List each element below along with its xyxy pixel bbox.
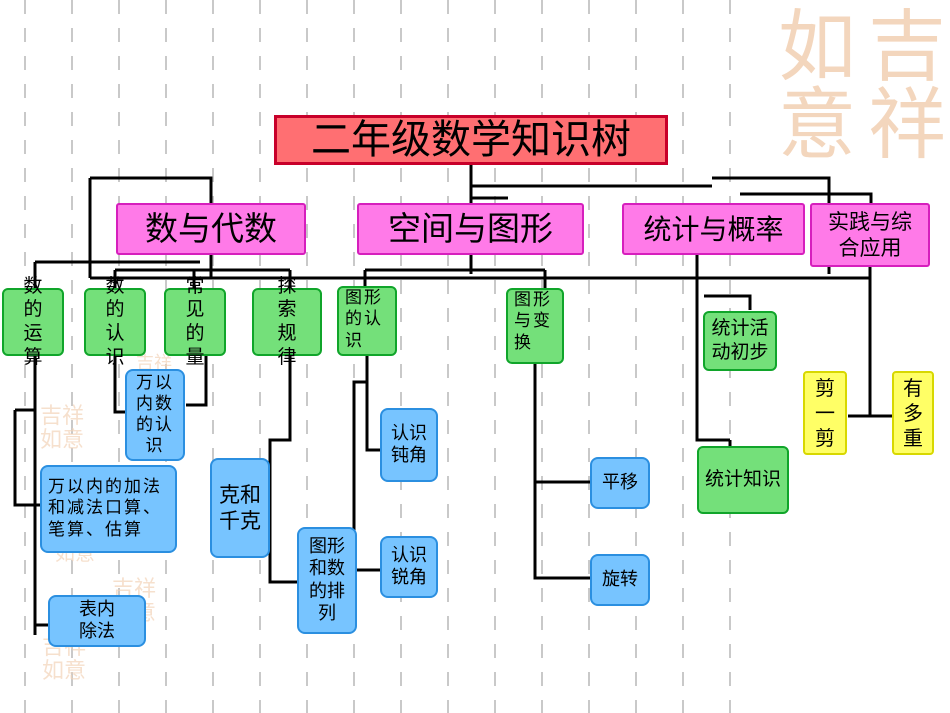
- leaf-rotation: 旋转: [590, 554, 650, 606]
- node-statistics-activity: 统计活动初步: [703, 311, 777, 371]
- node-statistics-knowledge: 统计知识: [697, 446, 789, 514]
- page-title: 二年级数学知识树: [274, 115, 668, 165]
- node-shape-recognition: 图形的认识: [337, 286, 397, 356]
- node-number-operations: 数的运算: [2, 275, 64, 368]
- leaf-shape-number-arrangement: 图形和数的排列: [297, 527, 357, 634]
- node-number-recognition: 数的认识: [84, 275, 146, 368]
- leaf-translation: 平移: [590, 457, 650, 509]
- category-algebra: 数与代数: [116, 203, 306, 255]
- category-statistics: 统计与概率: [622, 203, 805, 255]
- node-shape-transformation: 图形与变换: [506, 288, 564, 364]
- leaf-table-division: 表内除法: [48, 595, 146, 647]
- calligraphy-decoration-large: 吉祥如意: [765, 5, 945, 161]
- leaf-acute-angle: 认识锐角: [380, 536, 438, 598]
- leaf-numbers-within-10000: 万以内数的认识: [125, 369, 185, 461]
- node-explore-patterns: 探索规律: [252, 275, 322, 368]
- node-cut: 剪一剪: [803, 371, 847, 455]
- calligraphy-decoration-small-1: 吉祥如意: [40, 404, 85, 453]
- leaf-gram-kilogram: 克和千克: [210, 458, 270, 558]
- node-how-heavy: 有多重: [892, 371, 934, 455]
- node-common-quantities: 常见的量: [164, 275, 226, 368]
- leaf-addition-subtraction: 万以内的加法和减法口算、笔算、估算: [40, 465, 177, 553]
- leaf-obtuse-angle: 认识钝角: [380, 408, 438, 482]
- category-geometry: 空间与图形: [357, 203, 584, 255]
- category-practice: 实践与综合应用: [810, 203, 930, 267]
